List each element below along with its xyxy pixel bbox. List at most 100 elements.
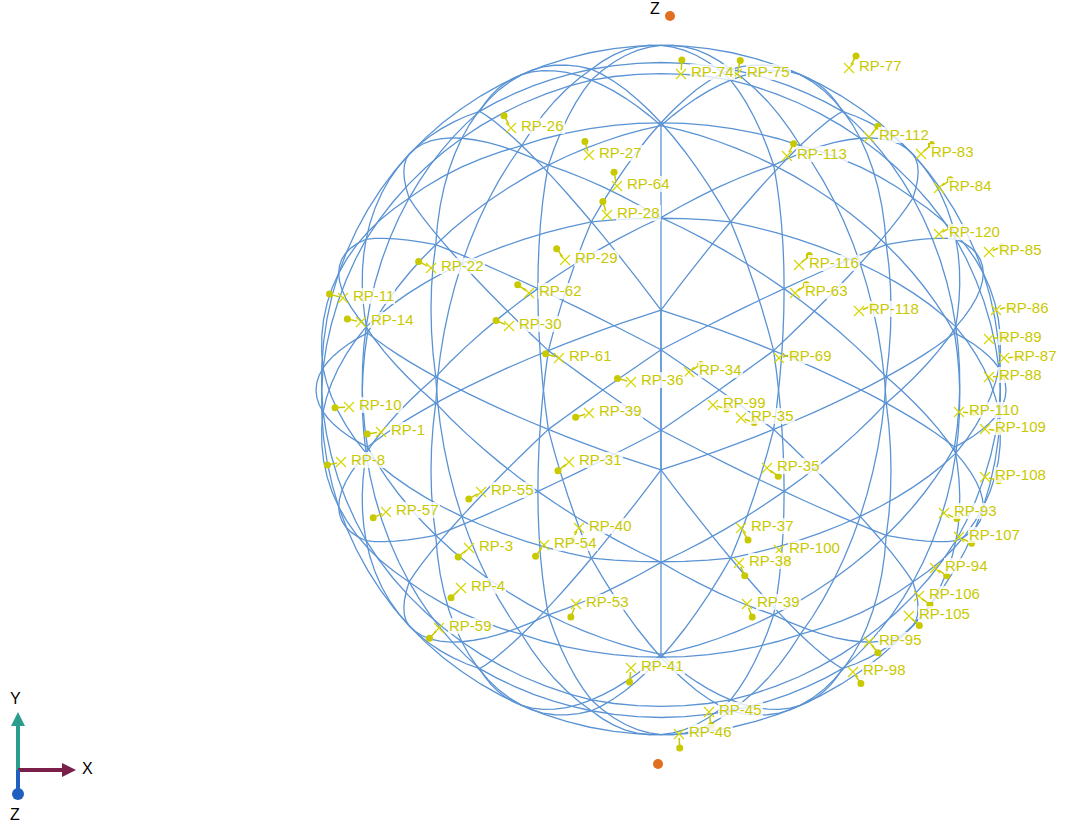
wire-edge	[339, 154, 409, 273]
reference-point-label: RP-8	[350, 452, 386, 468]
reference-point-label: RP-39	[598, 403, 643, 419]
wire-edge	[886, 245, 954, 333]
wire-edge	[774, 264, 861, 351]
wire-edge	[956, 239, 999, 368]
reference-point-label: RP-31	[578, 452, 623, 468]
reference-point-label: RP-86	[1005, 300, 1050, 316]
load-marker	[344, 315, 366, 327]
wire-edge	[954, 333, 959, 453]
wire-edge	[886, 327, 956, 403]
reference-point-label: RP-106	[928, 586, 981, 602]
wire-edge	[774, 165, 784, 289]
wire-edge	[661, 430, 784, 491]
load-marker	[553, 245, 570, 265]
reference-point-label: RP-11	[352, 288, 395, 304]
wire-edge	[860, 264, 886, 404]
wire-edge	[462, 138, 549, 165]
wire-edge	[409, 198, 462, 264]
wire-edge	[956, 239, 983, 273]
load-marker	[676, 57, 686, 79]
wire-edge	[886, 447, 954, 535]
wire-edge	[800, 75, 860, 139]
wire-edge	[661, 123, 800, 146]
wire-edge	[661, 165, 774, 218]
wire-edge	[522, 69, 592, 145]
reference-point-label: RP-30	[518, 316, 563, 332]
reference-point-label: RP-98	[862, 662, 907, 678]
reference-point-label: RP-10	[358, 397, 403, 413]
wire-edge	[983, 273, 1000, 368]
wire-edge	[322, 368, 339, 507]
wire-edge	[548, 615, 591, 700]
reference-point-label: RP-85	[998, 242, 1043, 258]
reference-point-label: RP-34	[698, 362, 743, 378]
wire-edge	[661, 310, 774, 350]
reference-point-label: RP-22	[440, 258, 485, 274]
wire-edge	[522, 71, 592, 80]
wire-edge	[436, 165, 549, 245]
load-marker	[332, 402, 354, 412]
wire-edge	[660, 126, 661, 218]
sphere-wireframe	[316, 45, 1006, 735]
reference-point-label: RP-63	[804, 283, 849, 299]
wire-edge	[800, 634, 842, 668]
wire-edge	[774, 138, 861, 165]
reference-point-label: RP-62	[538, 283, 583, 299]
wire-edge	[436, 377, 462, 517]
load-marker	[734, 558, 748, 579]
wire-edge	[661, 80, 731, 125]
reference-point-label: RP-118	[868, 301, 920, 317]
reference-point-label: RP-105	[918, 606, 971, 622]
wire-edge	[436, 138, 462, 244]
reference-point-label: RP-108	[994, 467, 1047, 483]
wire-edge	[784, 491, 886, 535]
reference-point-label: RP-4	[470, 578, 506, 594]
load-marker	[532, 540, 549, 560]
wire-edge	[660, 218, 661, 350]
pole-point	[665, 11, 675, 21]
load-marker	[611, 169, 622, 191]
wire-edge	[661, 126, 774, 166]
load-marker	[415, 258, 436, 273]
reference-point-label: RP-95	[878, 632, 923, 648]
wire-edge	[731, 146, 801, 222]
wire-edge	[538, 218, 661, 289]
load-marker	[614, 375, 636, 387]
wire-edge	[339, 239, 366, 273]
load-marker	[599, 198, 612, 220]
wire-edge	[409, 626, 522, 706]
wire-edge	[480, 111, 522, 145]
reference-point-label: RP-64	[626, 176, 671, 192]
wire-edge	[591, 80, 661, 125]
wire-edge	[404, 154, 409, 198]
reference-point-label: RP-69	[788, 348, 833, 364]
wire-edge	[339, 507, 366, 541]
wire-edge	[591, 470, 661, 558]
reference-point-label: RP-57	[395, 502, 440, 518]
wire-edge	[731, 516, 861, 558]
reference-point-label: RP-116	[808, 255, 860, 271]
wire-edge	[436, 245, 538, 289]
reference-point-label: RP-35	[750, 408, 795, 424]
reference-point-label: RP-54	[553, 535, 598, 551]
wire-edge	[436, 535, 549, 615]
axis-label: X	[82, 760, 93, 777]
wire-edge	[731, 634, 801, 710]
load-marker	[501, 112, 516, 133]
reference-point-label: RP-3	[478, 538, 514, 554]
wire-edge	[661, 634, 800, 657]
load-marker	[626, 663, 636, 685]
reference-point-label: RP-26	[520, 118, 565, 134]
wire-edge	[522, 700, 592, 709]
wire-edge	[956, 453, 983, 507]
load-marker	[455, 543, 474, 560]
wire-edge	[548, 310, 661, 350]
load-marker	[581, 138, 594, 160]
wire-edge	[956, 273, 983, 327]
axis-label: Z	[650, 0, 660, 17]
wire-edge	[436, 289, 538, 377]
wire-edge	[886, 238, 956, 244]
wire-edge	[522, 634, 592, 710]
reference-point-label: RP-45	[718, 702, 763, 718]
wire-edge	[800, 146, 860, 264]
